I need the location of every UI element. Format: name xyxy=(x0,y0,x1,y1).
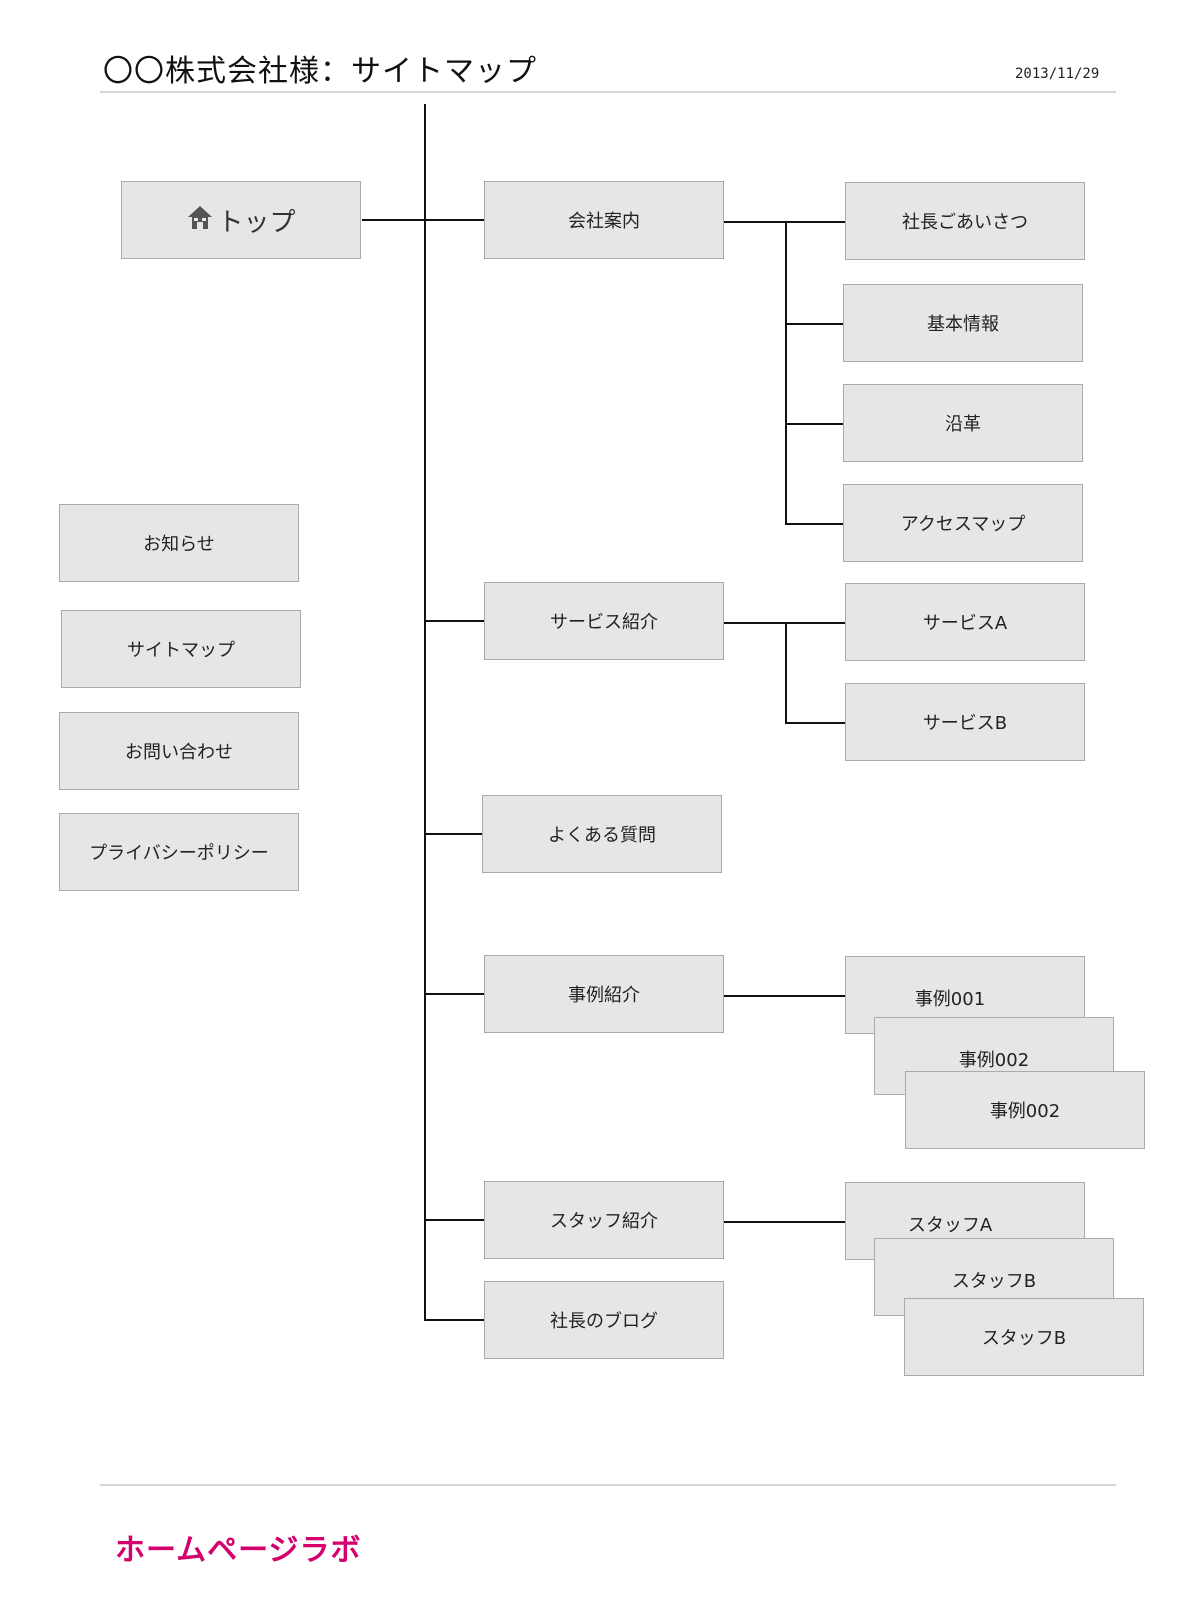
node-top-label: トップ xyxy=(217,207,296,238)
node-staff[interactable]: スタッフ紹介 xyxy=(484,1181,724,1259)
node-case-2-label: 事例002 xyxy=(958,1050,1030,1071)
node-staff-a-label: スタッフA xyxy=(907,1215,993,1236)
company-sub-stub xyxy=(724,221,786,223)
node-basic-info[interactable]: 基本情報 xyxy=(843,284,1083,362)
node-privacy[interactable]: プライバシーポリシー xyxy=(59,813,299,891)
brand-logo: ホームページラボ xyxy=(115,1533,362,1568)
main-trunk-line xyxy=(424,104,426,1320)
footer-divider xyxy=(100,1484,1116,1486)
staff-sub-connector xyxy=(724,1221,845,1223)
top-connector xyxy=(362,219,424,221)
history-connector xyxy=(785,423,843,425)
company-sub-trunk xyxy=(785,221,787,524)
page-title: 〇〇株式会社様：サイトマップ xyxy=(103,54,537,89)
faq-branch xyxy=(424,833,482,835)
basic-info-connector xyxy=(785,323,843,325)
home-icon xyxy=(186,203,214,238)
node-service-a[interactable]: サービスA xyxy=(845,583,1085,661)
header-divider xyxy=(100,91,1116,93)
blog-branch xyxy=(424,1319,484,1321)
node-cases[interactable]: 事例紹介 xyxy=(484,955,724,1033)
service-a-connector xyxy=(785,622,845,624)
staff-branch xyxy=(424,1219,484,1221)
services-sub-stub xyxy=(724,622,786,624)
node-case-1-label: 事例001 xyxy=(914,989,986,1010)
node-sitemap[interactable]: サイトマップ xyxy=(61,610,301,688)
node-service-b[interactable]: サービスB xyxy=(845,683,1085,761)
access-map-connector xyxy=(785,523,843,525)
node-greeting[interactable]: 社長ごあいさつ xyxy=(845,182,1085,260)
services-sub-trunk xyxy=(785,622,787,724)
node-top[interactable]: トップ xyxy=(121,181,361,259)
node-company[interactable]: 会社案内 xyxy=(484,181,724,259)
node-news[interactable]: お知らせ xyxy=(59,504,299,582)
page-date: 2013/11/29 xyxy=(1015,66,1100,82)
node-faq[interactable]: よくある質問 xyxy=(482,795,722,873)
company-branch xyxy=(424,219,484,221)
service-b-connector xyxy=(785,722,845,724)
node-access-map[interactable]: アクセスマップ xyxy=(843,484,1083,562)
cases-sub-connector xyxy=(724,995,845,997)
node-staff-b-label: スタッフB xyxy=(951,1271,1037,1292)
greeting-connector xyxy=(785,221,845,223)
node-blog[interactable]: 社長のブログ xyxy=(484,1281,724,1359)
services-branch xyxy=(424,620,484,622)
node-case-3[interactable]: 事例002 xyxy=(905,1071,1145,1149)
node-services[interactable]: サービス紹介 xyxy=(484,582,724,660)
node-staff-c[interactable]: スタッフB xyxy=(904,1298,1144,1376)
cases-branch xyxy=(424,993,484,995)
node-history[interactable]: 沿革 xyxy=(843,384,1083,462)
node-contact[interactable]: お問い合わせ xyxy=(59,712,299,790)
